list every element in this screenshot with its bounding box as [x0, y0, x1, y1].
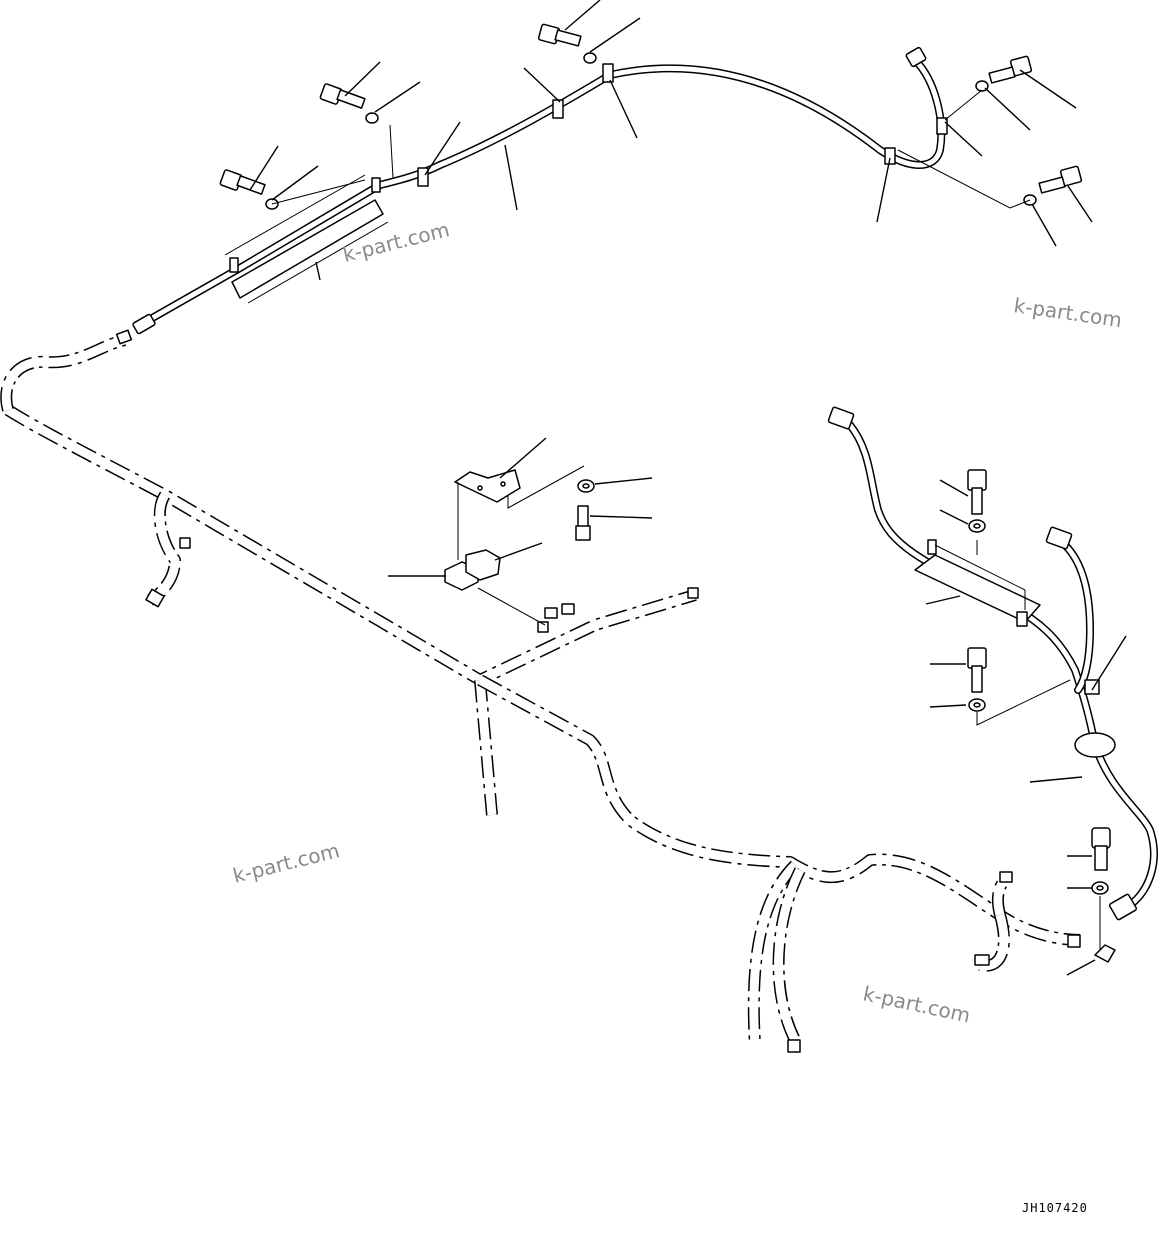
- upper-harness: [136, 56, 946, 329]
- bolt-4: [988, 55, 1033, 84]
- upper-leaders: [249, 0, 1093, 281]
- bolt-3: [537, 23, 582, 47]
- upper-harness-parts: [132, 46, 948, 335]
- bolt-1: [219, 169, 266, 195]
- bolt-2: [319, 83, 366, 109]
- main-frame-harness: [0, 334, 1081, 1046]
- watermark-3: k-part.com: [230, 838, 341, 888]
- watermark-4: k-part.com: [861, 981, 973, 1027]
- frame-connectors: [115, 329, 1081, 1053]
- watermark-2: k-part.com: [1012, 293, 1123, 332]
- right-harness-parts: [827, 406, 1138, 976]
- upper-bolts: [219, 23, 1083, 210]
- middle-bracket-assembly: [388, 437, 653, 626]
- drawing-id: JH107420: [1022, 1201, 1088, 1215]
- bolt-5: [1038, 165, 1083, 194]
- right-harness: [846, 421, 1158, 909]
